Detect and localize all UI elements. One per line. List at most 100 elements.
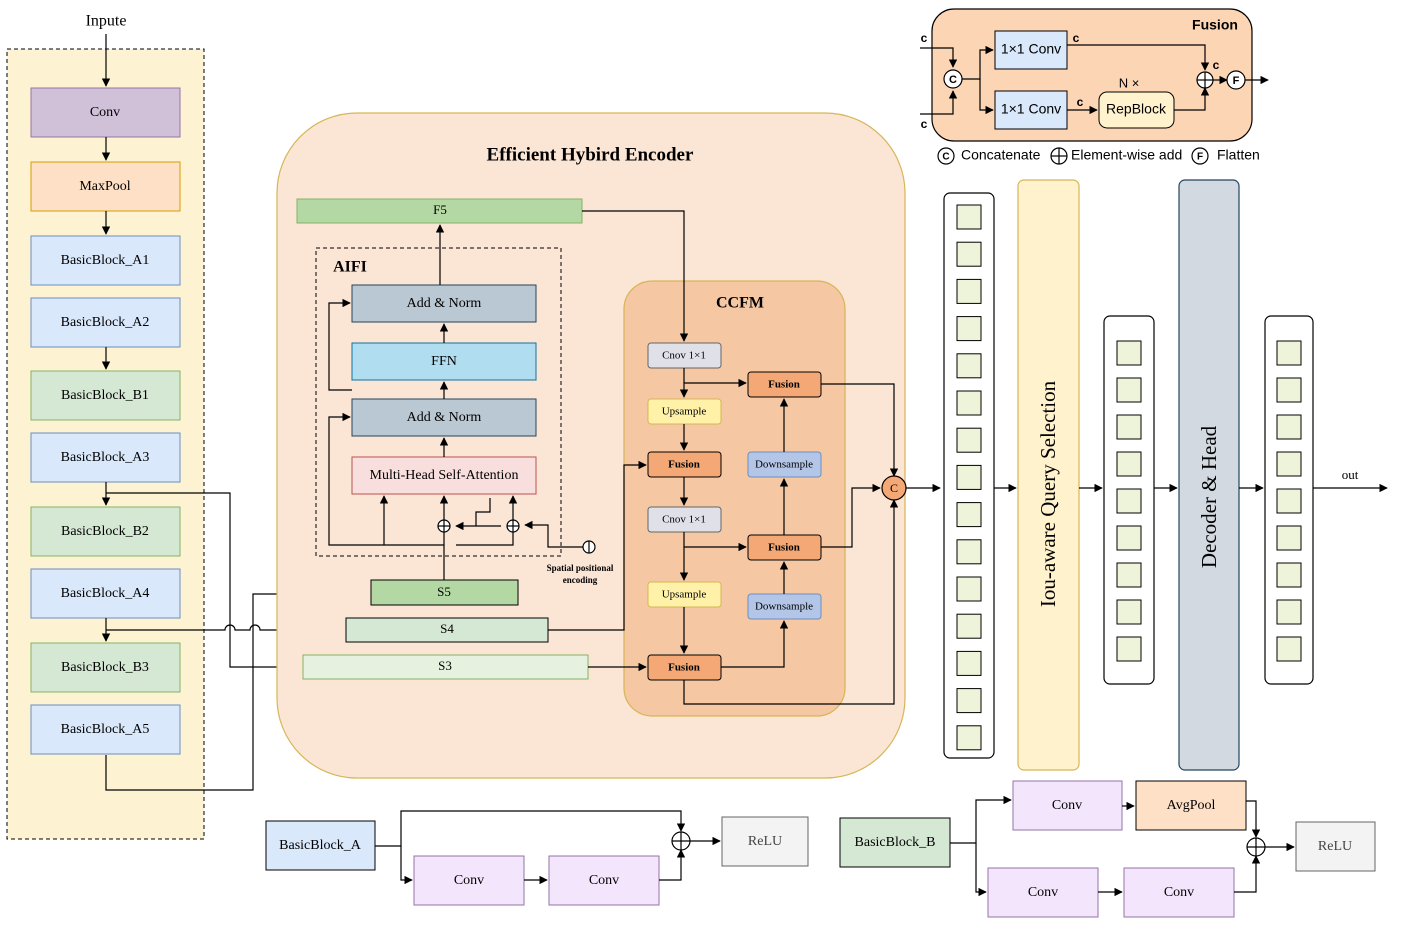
fusion-conv-top-label: 1×1 Conv <box>1001 41 1061 57</box>
backbone-block-a4: BasicBlock_A4 <box>30 568 181 619</box>
positional-encoding-icon <box>582 540 596 554</box>
token-square <box>1276 340 1302 366</box>
add-norm-top-label: Add & Norm <box>407 296 482 311</box>
token-square <box>956 688 982 714</box>
block-a1-label: BasicBlock_A1 <box>61 253 150 268</box>
token-square <box>956 613 982 639</box>
token-square <box>1276 636 1302 662</box>
mhsa-block: Multi-Head Self-Attention <box>351 456 537 495</box>
backbone-conv-block: Conv <box>30 87 181 138</box>
plus-circle-icon <box>1246 837 1266 857</box>
basic-block-b-relu: ReLU <box>1295 821 1376 872</box>
concat-symbol: C <box>890 481 898 495</box>
basic-block-b-conv2-label: Conv <box>1164 885 1194 900</box>
fusion-left-top-block: Fusion <box>647 451 722 478</box>
token-square <box>1276 525 1302 551</box>
feature-token-list <box>956 204 982 751</box>
ccfm-conv-mid-block: Cnov 1×1 <box>647 506 722 533</box>
basic-block-a-arrows <box>375 810 721 885</box>
block-a2-label: BasicBlock_A2 <box>61 315 150 330</box>
aifi-panel <box>315 247 562 557</box>
downsample-top-block: Downsample <box>747 451 822 478</box>
s5-label: S5 <box>437 584 451 599</box>
ccfm-conv-mid-label: Cnov 1×1 <box>662 514 706 526</box>
flatten-circle-icon: F <box>1226 70 1246 90</box>
token-square <box>1276 414 1302 440</box>
token-square <box>1116 377 1142 403</box>
fusion-conv-bottom-block: 1×1 Conv <box>994 90 1068 130</box>
fusion-concat-symbol: C <box>949 74 957 86</box>
fusion-left-top-label: Fusion <box>668 459 700 471</box>
concat-legend-icon: C <box>937 147 955 165</box>
token-square <box>956 390 982 416</box>
add-norm-bottom-label: Add & Norm <box>407 410 482 425</box>
backbone-block-b3: BasicBlock_B3 <box>30 642 181 693</box>
decoder-head-block <box>1178 179 1240 771</box>
svg-text:F: F <box>1197 152 1203 163</box>
block-a4-label: BasicBlock_A4 <box>61 586 150 601</box>
downsample-bottom-block: Downsample <box>747 593 822 620</box>
aifi-title: AIFI <box>333 259 367 276</box>
backbone-block-a5: BasicBlock_A5 <box>30 704 181 755</box>
token-square <box>1276 562 1302 588</box>
c-label-bottom-conv: c <box>1077 95 1084 109</box>
s3-label: S3 <box>438 658 452 673</box>
basic-block-a-title: BasicBlock_A <box>279 838 362 853</box>
token-square <box>1116 525 1142 551</box>
token-square <box>956 316 982 342</box>
c-label-after-add: c <box>1213 58 1220 72</box>
f5-label: F5 <box>433 202 447 217</box>
add-norm-top-block: Add & Norm <box>351 284 537 323</box>
fusion-right-top-block: Fusion <box>747 371 822 398</box>
plus-legend-icon <box>1050 147 1068 165</box>
basic-block-b-conv2: Conv <box>1123 867 1235 918</box>
svg-text:C: C <box>942 152 949 163</box>
encoder-title: Efficient Hybird Encoder <box>487 144 694 165</box>
fusion-right-top-label: Fusion <box>768 379 800 391</box>
backbone-block-b1: BasicBlock_B1 <box>30 370 181 421</box>
backbone-block-b2: BasicBlock_B2 <box>30 506 181 557</box>
block-a3-label: BasicBlock_A3 <box>61 450 150 465</box>
token-square <box>956 576 982 602</box>
ccfm-arrows <box>548 210 941 705</box>
backbone-block-a3: BasicBlock_A3 <box>30 432 181 483</box>
legend-element-add: Element-wise add <box>1071 147 1182 163</box>
token-square <box>1116 451 1142 477</box>
fusion-left-bottom-block: Fusion <box>647 654 722 681</box>
ccfm-conv-top-block: Cnov 1×1 <box>647 342 722 369</box>
c-label-in-bottom: c <box>921 117 928 131</box>
token-square <box>956 650 982 676</box>
token-square <box>956 204 982 230</box>
plus-circle-icon <box>1196 71 1214 89</box>
basic-block-b-title: BasicBlock_B <box>855 835 936 850</box>
block-b1-label: BasicBlock_B1 <box>61 388 149 403</box>
fusion-right-mid-label: Fusion <box>768 542 800 554</box>
token-square <box>956 539 982 565</box>
downsample-top-label: Downsample <box>755 459 813 471</box>
token-square <box>1276 377 1302 403</box>
basic-block-b-relu-label: ReLU <box>1318 839 1352 854</box>
output-token-list <box>1276 340 1302 662</box>
basic-block-a-conv2-label: Conv <box>589 873 619 888</box>
basic-block-a-relu: ReLU <box>721 816 809 867</box>
plus-circle-icon <box>506 519 520 533</box>
token-square <box>1276 451 1302 477</box>
add-norm-bottom-block: Add & Norm <box>351 398 537 437</box>
aifi-arrows <box>328 224 583 580</box>
basic-block-b-arrows <box>950 795 1295 897</box>
basic-block-a-title-block: BasicBlock_A <box>265 820 376 871</box>
token-square <box>1116 562 1142 588</box>
basic-block-b-avgpool-label: AvgPool <box>1167 798 1216 813</box>
token-square <box>1276 488 1302 514</box>
basic-block-b-conv1: Conv <box>987 867 1099 918</box>
backbone-maxpool-label: MaxPool <box>79 179 130 194</box>
fusion-conv-top-block: 1×1 Conv <box>994 30 1068 70</box>
basic-block-b-conv-top: Conv <box>1012 780 1123 831</box>
upsample-top-block: Upsample <box>647 398 722 425</box>
token-square <box>1116 414 1142 440</box>
backbone-conv-label: Conv <box>90 105 120 120</box>
ffn-block: FFN <box>351 342 537 381</box>
basic-block-b-conv-top-label: Conv <box>1052 798 1082 813</box>
s4-label: S4 <box>440 621 454 636</box>
